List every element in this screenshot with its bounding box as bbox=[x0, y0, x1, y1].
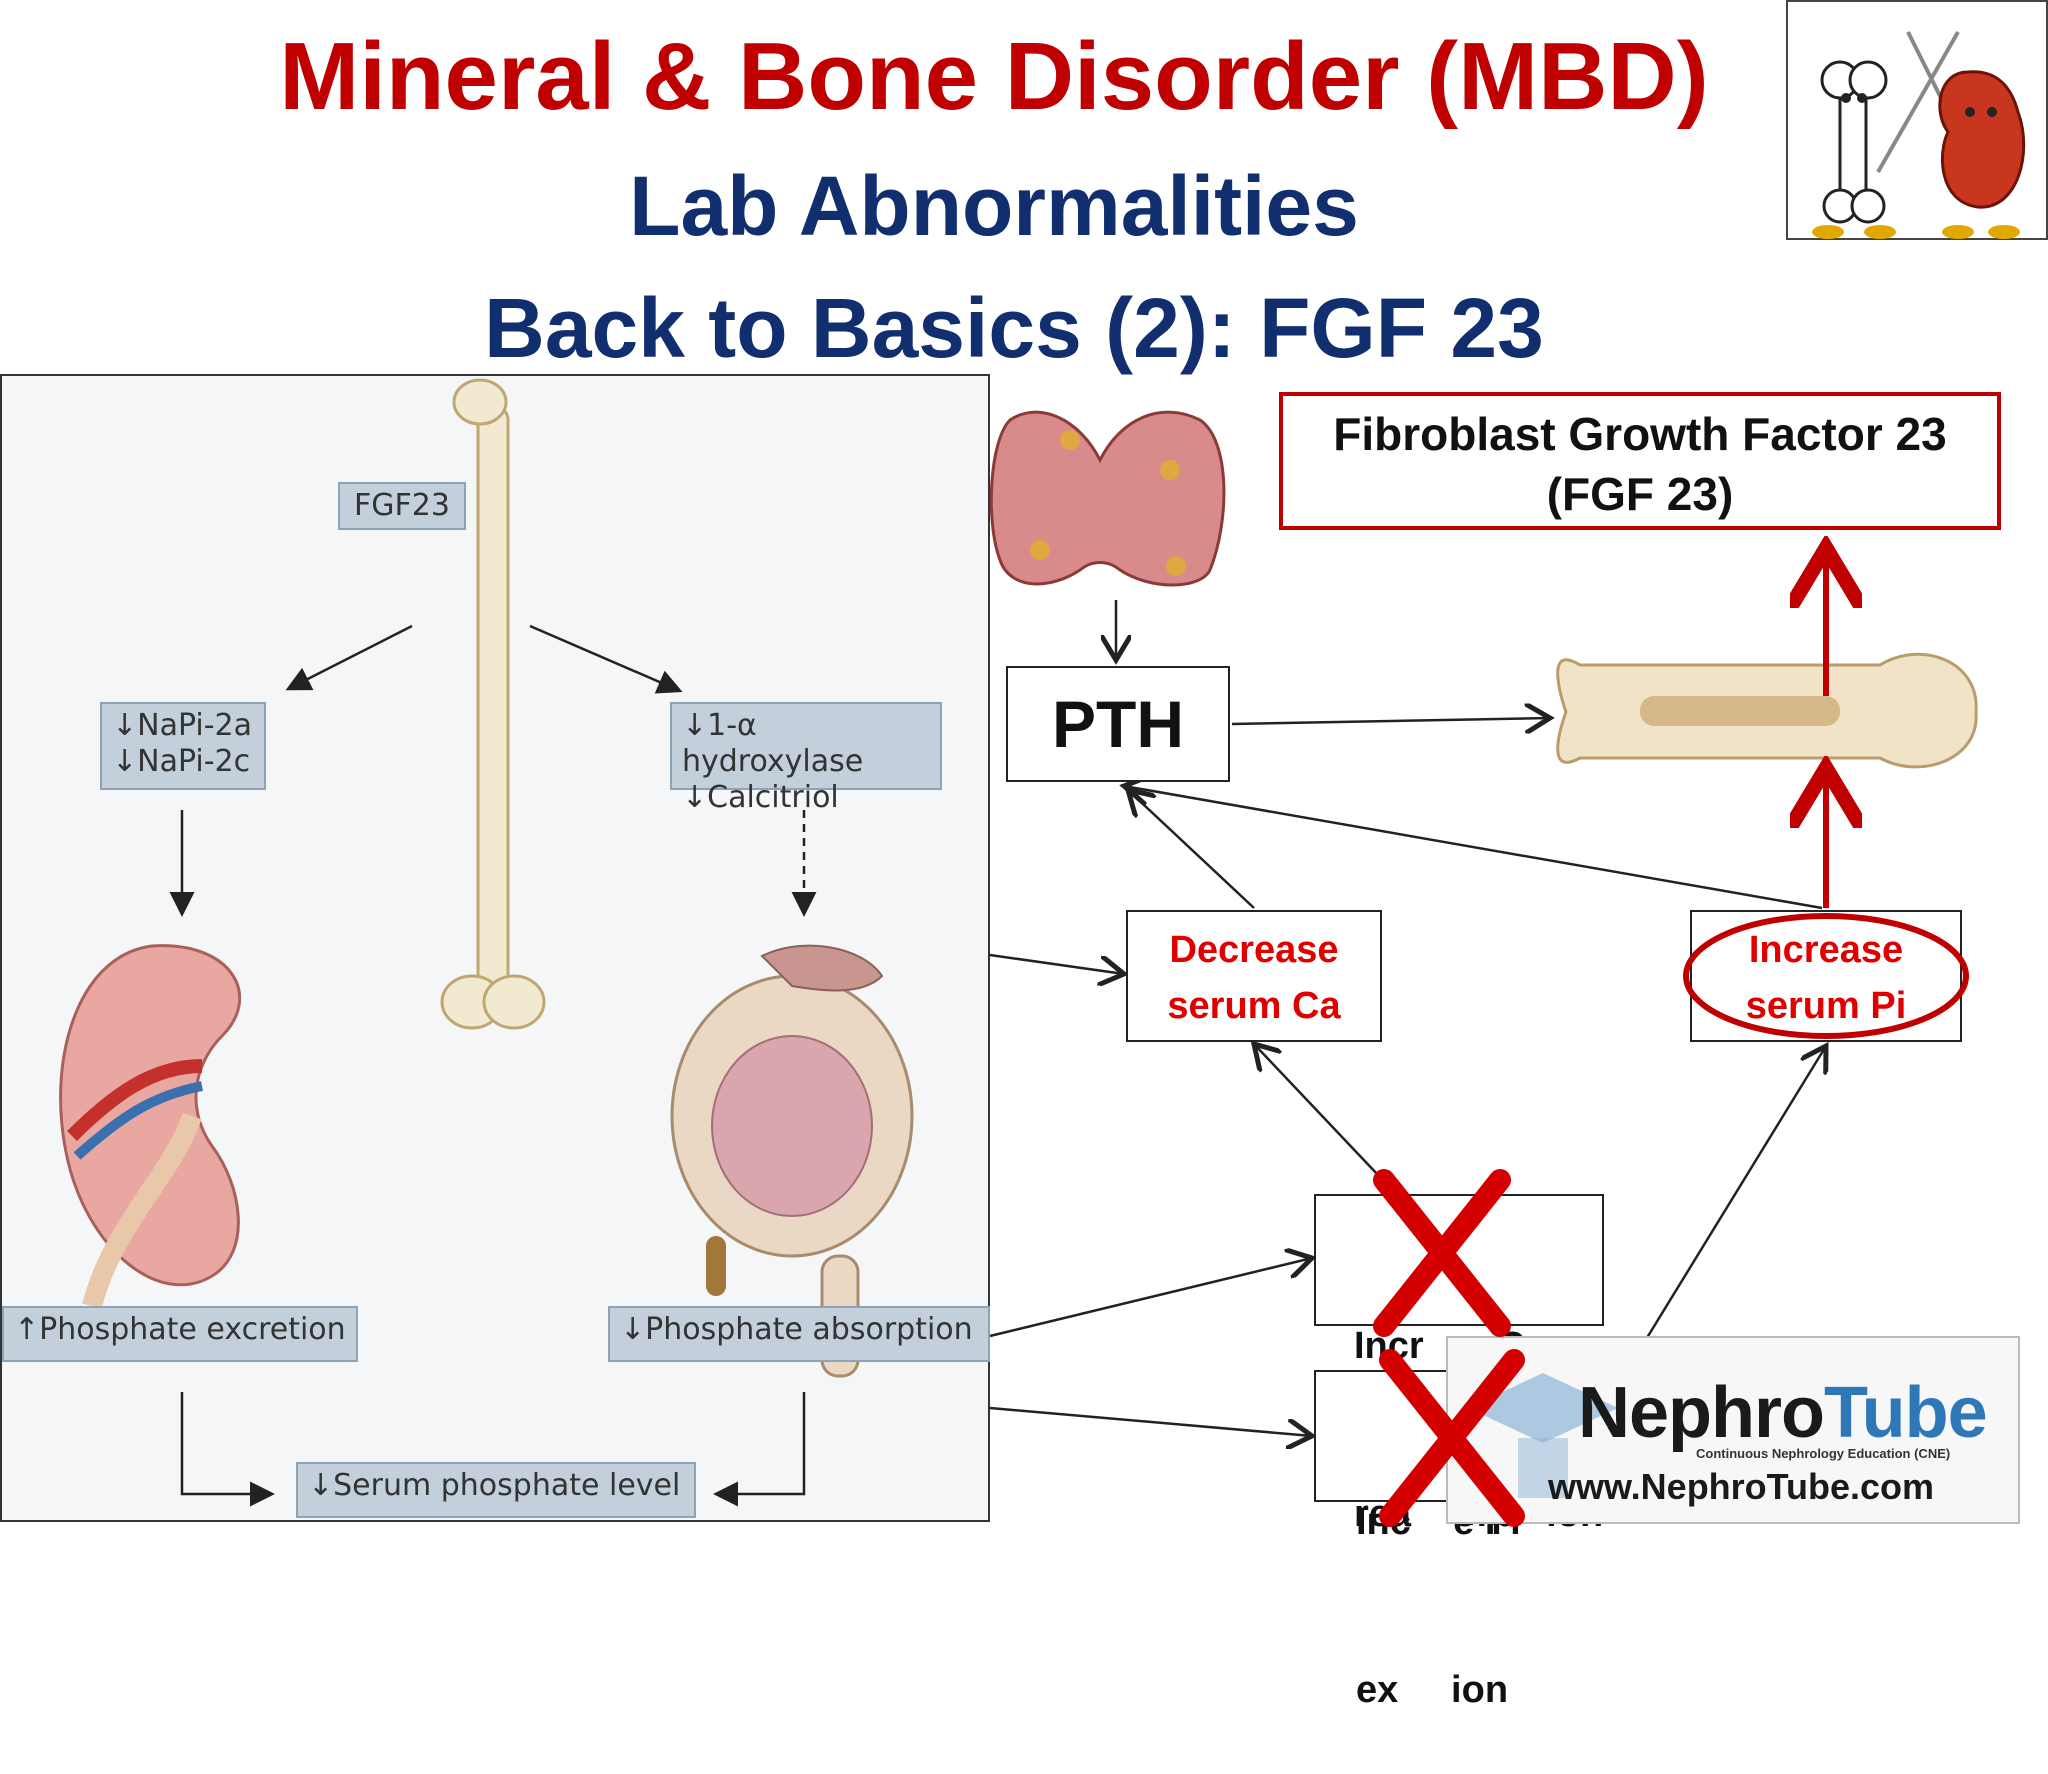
fgf23-label: FGF23 bbox=[338, 482, 466, 530]
logo-tube: Tube bbox=[1824, 1373, 1988, 1453]
subtitle-basics: Back to Basics (2): FGF 23 bbox=[484, 281, 1544, 375]
increase-serum-pi-box: Increase serum Pi bbox=[1690, 910, 1962, 1042]
main-title: Mineral & Bone Disorder (MBD) bbox=[279, 23, 1709, 130]
fgf23-box: Fibroblast Growth Factor 23 (FGF 23) bbox=[1279, 392, 2001, 530]
fgf23-physiology-panel: FGF23 ↓NaPi-2a ↓NaPi-2c ↓1-α hydroxylase… bbox=[0, 374, 990, 1522]
femur-bone-illustration bbox=[440, 378, 546, 1030]
serum-phosphate-box: ↓Serum phosphate level bbox=[296, 1462, 696, 1518]
pth-box: PTH bbox=[1006, 666, 1230, 782]
decrease-ca-line1: Decrease bbox=[1169, 929, 1339, 971]
ca-reabsorption-box: Incr e Ca rea orp ion bbox=[1314, 1194, 1604, 1535]
fgf23-abbrev: (FGF 23) bbox=[1546, 468, 1734, 520]
bone-vs-kidney-cartoon bbox=[1786, 0, 2048, 240]
long-bone-illustration bbox=[1556, 652, 1978, 769]
logo-tagline: Continuous Nephrology Education (CNE) bbox=[1696, 1446, 1951, 1461]
logo-url: www.NephroTube.com bbox=[1548, 1466, 1935, 1507]
increase-pi-line2: serum Pi bbox=[1745, 985, 1907, 1027]
parathyroid-gland-illustration bbox=[989, 410, 1226, 587]
calcitriol-label: ↓Calcitriol bbox=[682, 780, 839, 815]
napi-2c-label: ↓NaPi-2c bbox=[112, 744, 251, 779]
subtitle-lab: Lab Abnormalities bbox=[629, 159, 1359, 253]
napi-2a-label: ↓NaPi-2a bbox=[112, 708, 253, 743]
hydroxylase-box: ↓1-α hydroxylase ↓Calcitriol bbox=[670, 702, 942, 815]
fgf23-full-name: Fibroblast Growth Factor 23 bbox=[1333, 408, 1947, 460]
napi-box: ↓NaPi-2a ↓NaPi-2c bbox=[100, 702, 266, 790]
nephrotube-logo: NephroTube Continuous Nephrology Educati… bbox=[1446, 1336, 2020, 1524]
kidney-illustration bbox=[59, 944, 241, 1309]
phosphate-excretion-box: ↑Phosphate excretion bbox=[2, 1306, 358, 1362]
increase-pi-line1: Increase bbox=[1748, 929, 1904, 971]
pi-excretion-line2: ex ion bbox=[1356, 1669, 1509, 1711]
logo-nephro: Nephro bbox=[1578, 1373, 1825, 1453]
hydroxylase-label: ↓1-α hydroxylase bbox=[682, 708, 864, 779]
phosphate-absorption-box: ↓Phosphate absorption bbox=[608, 1306, 990, 1362]
decrease-serum-ca-box: Decrease serum Ca bbox=[1126, 910, 1382, 1042]
decrease-ca-line2: serum Ca bbox=[1167, 985, 1341, 1027]
